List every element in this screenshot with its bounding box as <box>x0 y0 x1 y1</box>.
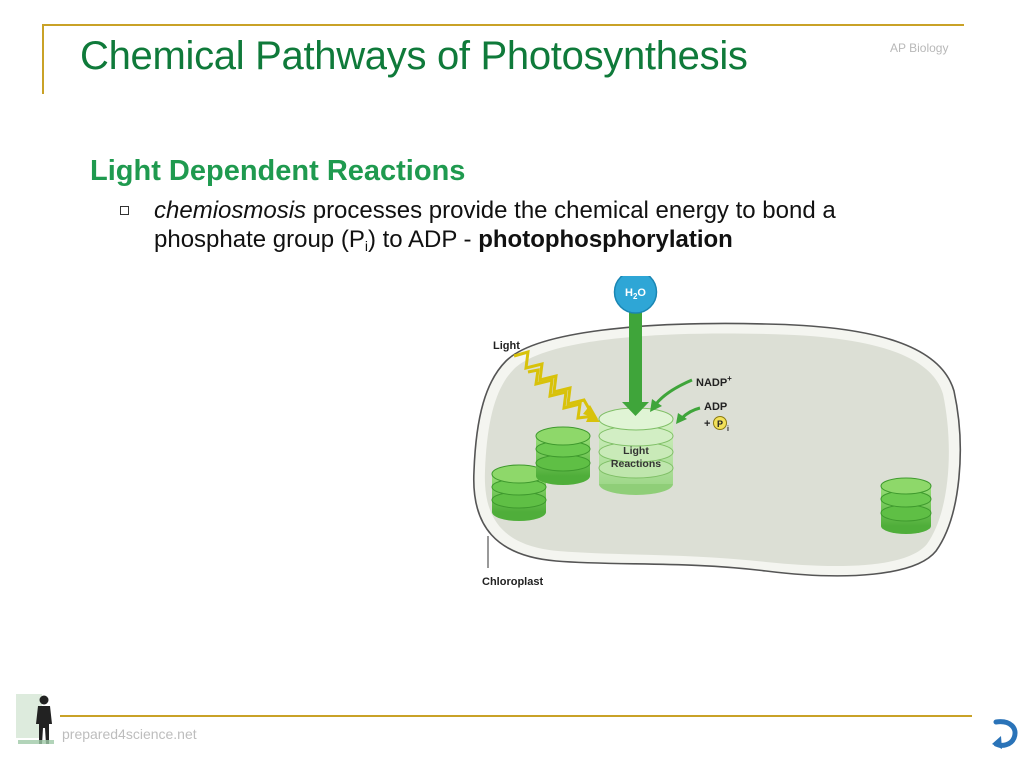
term-photophosphorylation: photophosphorylation <box>478 226 733 253</box>
h2o-arrowhead <box>622 402 649 416</box>
granum-left-upper <box>535 426 591 485</box>
plus-label: + <box>704 418 710 430</box>
chloroplast-label: Chloroplast <box>482 576 543 588</box>
top-rule <box>42 24 964 26</box>
left-rule <box>42 24 44 94</box>
h2o-circle <box>613 276 658 314</box>
slide-title: Chemical Pathways of Photosynthesis <box>80 34 748 78</box>
h2o-arrow-shaft <box>629 302 642 406</box>
light-reactions-label-1: Light <box>623 445 649 457</box>
footer-rule <box>60 715 972 717</box>
nadp-label: NADP+ <box>696 374 732 389</box>
granum-right <box>880 477 932 534</box>
adp-label: ADP <box>704 401 727 413</box>
bullet-text-part2: ) to ADP - <box>367 226 479 253</box>
nadp-arrow <box>654 378 693 405</box>
footer-site: prepared4science.net <box>62 726 197 742</box>
phosphate-i-label: i <box>727 426 729 433</box>
light-label: Light <box>493 340 520 352</box>
light-arrows <box>513 349 595 420</box>
granum-left-lower <box>491 464 547 521</box>
course-label: AP Biology <box>890 41 949 55</box>
bullet-text-part1: processes provide the chemical energy to… <box>154 197 836 253</box>
light-arrowhead-2 <box>586 411 600 422</box>
bullet-square-icon <box>120 206 129 215</box>
section-heading: Light Dependent Reactions <box>90 155 466 187</box>
h2o-label: H2O <box>625 287 646 301</box>
phosphate-circle-icon <box>713 416 727 430</box>
bullet-text: chemiosmosis processes provide the chemi… <box>154 196 954 254</box>
nadp-arrowhead <box>650 399 662 412</box>
next-slide-arrow-icon[interactable] <box>990 716 1020 750</box>
person-silhouette-logo <box>16 694 54 744</box>
phosphate-subscript: i <box>364 238 368 254</box>
chloroplast-stroma <box>484 333 949 567</box>
phosphate-p-label: P <box>717 419 723 429</box>
term-chemiosmosis: chemiosmosis <box>154 197 307 224</box>
chloroplast-diagram: Light H2O NADP+ ADP + P i Light Reaction… <box>473 276 962 588</box>
adp-arrowhead <box>676 413 687 424</box>
granum-light-reactions <box>598 407 674 495</box>
light-reactions-label-2: Reactions <box>611 458 661 470</box>
